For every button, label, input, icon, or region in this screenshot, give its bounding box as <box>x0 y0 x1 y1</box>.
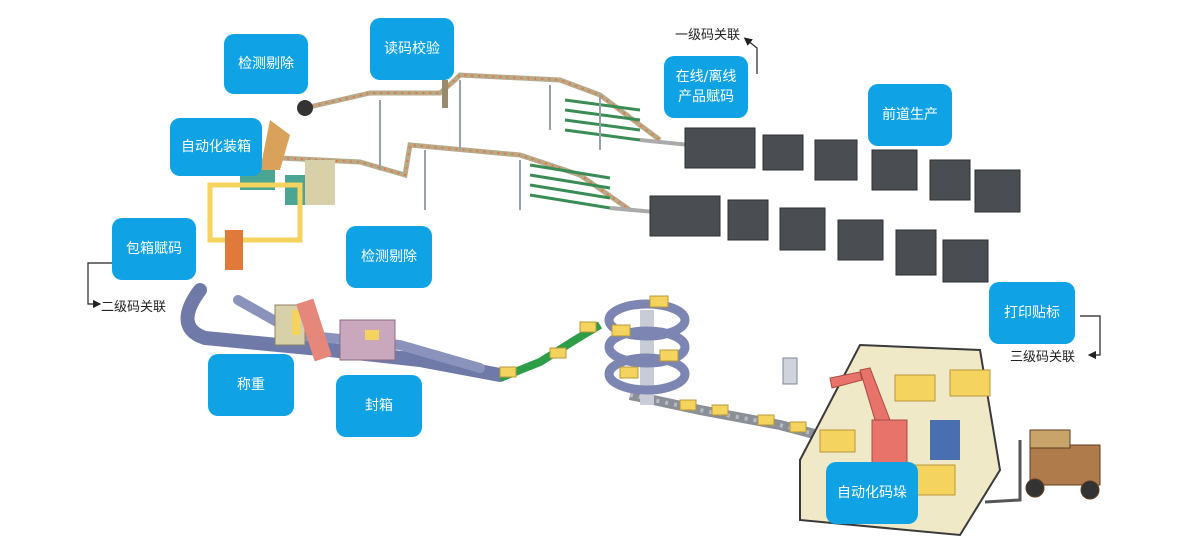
callout-upstream-production: 前道生产 <box>868 84 952 146</box>
upper-line-1 <box>304 72 662 142</box>
relation-lines <box>87 37 1101 360</box>
palletizing-robot <box>829 367 908 471</box>
callout-online-offline-coding: 在线/离线 产品赋码 <box>664 56 748 118</box>
callout-auto-palletizing: 自动化码垛 <box>826 462 918 524</box>
reject-chute <box>296 298 332 362</box>
cartons-on-belt <box>499 321 807 433</box>
relation-level3-label: 三级码关联 <box>1010 350 1076 365</box>
upstream-machines-row-2 <box>609 195 989 283</box>
callout-print-label: 打印贴标 <box>989 282 1075 344</box>
relation-level3: 三级码关联 <box>1010 346 1075 365</box>
callout-online-offline-line1: 在线/离线 <box>675 69 737 85</box>
accumulation-table-2 <box>529 163 611 210</box>
callout-auto-packing-label: 自动化装箱 <box>181 139 251 155</box>
support-legs <box>379 80 601 210</box>
callout-detect-reject-top-label: 检测剔除 <box>238 56 294 72</box>
callout-read-verify: 读码校验 <box>370 18 454 80</box>
callout-case-coding-label: 包箱赋码 <box>126 241 182 257</box>
upper-line-2 <box>279 142 632 213</box>
callout-case-coding: 包箱赋码 <box>112 218 196 280</box>
callout-read-verify-label: 读码校验 <box>384 41 440 57</box>
callout-weighing: 称重 <box>208 354 294 416</box>
callout-upstream-production-label: 前道生产 <box>882 107 938 123</box>
relation-level2: 二级码关联 <box>101 296 166 315</box>
callout-weighing-label: 称重 <box>237 377 265 393</box>
upstream-machines-row-1 <box>639 127 1021 213</box>
relation-level1-label: 一级码关联 <box>675 28 741 43</box>
callout-detect-reject-top: 检测剔除 <box>224 34 308 94</box>
forklift <box>984 429 1101 504</box>
accumulation-table-1 <box>564 98 641 142</box>
callout-case-sealing: 封箱 <box>336 375 422 437</box>
callout-detect-reject-mid: 检测剔除 <box>346 226 432 288</box>
case-sealer <box>339 319 396 361</box>
callout-auto-palletizing-label: 自动化码垛 <box>837 485 907 501</box>
callout-detect-reject-mid-label: 检测剔除 <box>361 249 417 265</box>
relation-level1: 一级码关联 <box>675 24 740 43</box>
callout-online-offline-line2: 产品赋码 <box>678 89 734 105</box>
spiral-conveyor <box>604 295 690 405</box>
reject-station-top <box>297 100 313 116</box>
callout-print-label-label: 打印贴标 <box>1004 305 1060 321</box>
callout-auto-packing: 自动化装箱 <box>170 118 262 176</box>
callout-case-sealing-label: 封箱 <box>365 398 393 414</box>
relation-level2-label: 二级码关联 <box>101 300 167 315</box>
label-printer <box>782 357 798 385</box>
